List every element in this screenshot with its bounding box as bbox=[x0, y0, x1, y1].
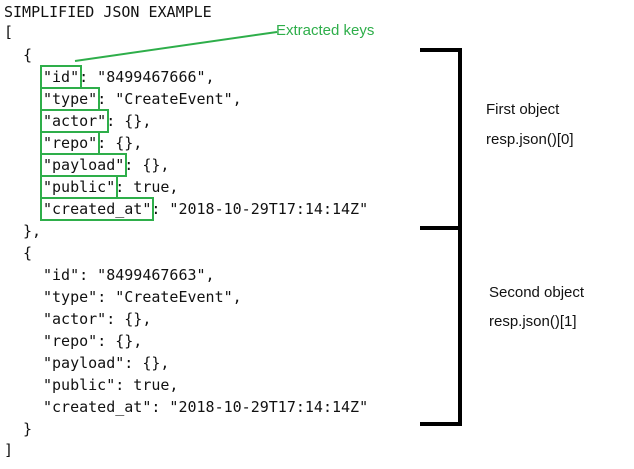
extracted-key-type: "type" bbox=[39, 87, 101, 111]
array-open-bracket: [ bbox=[4, 23, 14, 41]
second-object-label: Second object bbox=[489, 284, 585, 301]
object-2-field-payload: "payload": {}, bbox=[43, 354, 169, 372]
key-type: "type" bbox=[43, 288, 98, 306]
field-value: : "2018-10-29T17:14:14Z" bbox=[151, 398, 369, 416]
field-value: : {}, bbox=[106, 112, 152, 130]
extracted-keys-label: Extracted keys bbox=[276, 22, 375, 39]
key-repo: "repo" bbox=[43, 332, 98, 350]
array-close-bracket: ] bbox=[4, 441, 14, 459]
object-1-field-created-at: "created_at": "2018-10-29T17:14:14Z" bbox=[39, 197, 369, 221]
extracted-key-repo: "repo" bbox=[39, 131, 101, 155]
field-value: : {}, bbox=[106, 310, 152, 328]
first-object-label: First object bbox=[486, 101, 560, 118]
field-value: : "8499467663", bbox=[79, 266, 215, 284]
key-id: "id" bbox=[43, 266, 80, 284]
object-1-close-brace: }, bbox=[23, 222, 42, 240]
object-2-field-repo: "repo": {}, bbox=[43, 332, 142, 350]
object-1-field-type: "type": "CreateEvent", bbox=[39, 87, 242, 111]
first-object-accessor: resp.json()[0] bbox=[486, 131, 574, 148]
field-value: : true, bbox=[115, 376, 179, 394]
second-object-accessor: resp.json()[1] bbox=[489, 313, 577, 330]
field-value: : {}, bbox=[124, 156, 170, 174]
extracted-key-id: "id" bbox=[39, 65, 83, 89]
object-2-open-brace: { bbox=[23, 244, 33, 262]
extracted-key-actor: "actor" bbox=[39, 109, 110, 133]
key-actor: "actor" bbox=[43, 310, 107, 328]
object-2-close-brace: } bbox=[23, 420, 33, 438]
second-object-bracket bbox=[420, 226, 462, 426]
field-value: : {}, bbox=[124, 354, 170, 372]
field-value: : {}, bbox=[97, 332, 143, 350]
object-1-field-public: "public": true, bbox=[39, 175, 179, 199]
field-value: : "CreateEvent", bbox=[97, 288, 242, 306]
extracted-key-public: "public" bbox=[39, 175, 119, 199]
object-1-field-id: "id": "8499467666", bbox=[39, 65, 215, 89]
key-public: "public" bbox=[43, 376, 116, 394]
object-1-open-brace: { bbox=[23, 46, 33, 64]
first-object-bracket bbox=[420, 48, 462, 230]
object-2-field-created-at: "created_at": "2018-10-29T17:14:14Z" bbox=[43, 398, 368, 416]
field-value: : "2018-10-29T17:14:14Z" bbox=[151, 200, 369, 218]
object-1-field-actor: "actor": {}, bbox=[39, 109, 152, 133]
object-2-field-actor: "actor": {}, bbox=[43, 310, 151, 328]
key-payload: "payload" bbox=[43, 354, 125, 372]
extracted-key-payload: "payload" bbox=[39, 153, 128, 177]
extracted-keys-pointer-line bbox=[74, 31, 278, 62]
object-1-field-repo: "repo": {}, bbox=[39, 131, 143, 155]
field-value: : "CreateEvent", bbox=[97, 90, 242, 108]
object-1-field-payload: "payload": {}, bbox=[39, 153, 170, 177]
field-value: : true, bbox=[115, 178, 179, 196]
key-created-at: "created_at" bbox=[43, 398, 152, 416]
extracted-key-created-at: "created_at" bbox=[39, 197, 155, 221]
diagram-title: SIMPLIFIED JSON EXAMPLE bbox=[4, 3, 212, 21]
field-value: : "8499467666", bbox=[79, 68, 215, 86]
object-2-field-public: "public": true, bbox=[43, 376, 178, 394]
object-2-field-type: "type": "CreateEvent", bbox=[43, 288, 242, 306]
field-value: : {}, bbox=[97, 134, 143, 152]
object-2-field-id: "id": "8499467663", bbox=[43, 266, 215, 284]
